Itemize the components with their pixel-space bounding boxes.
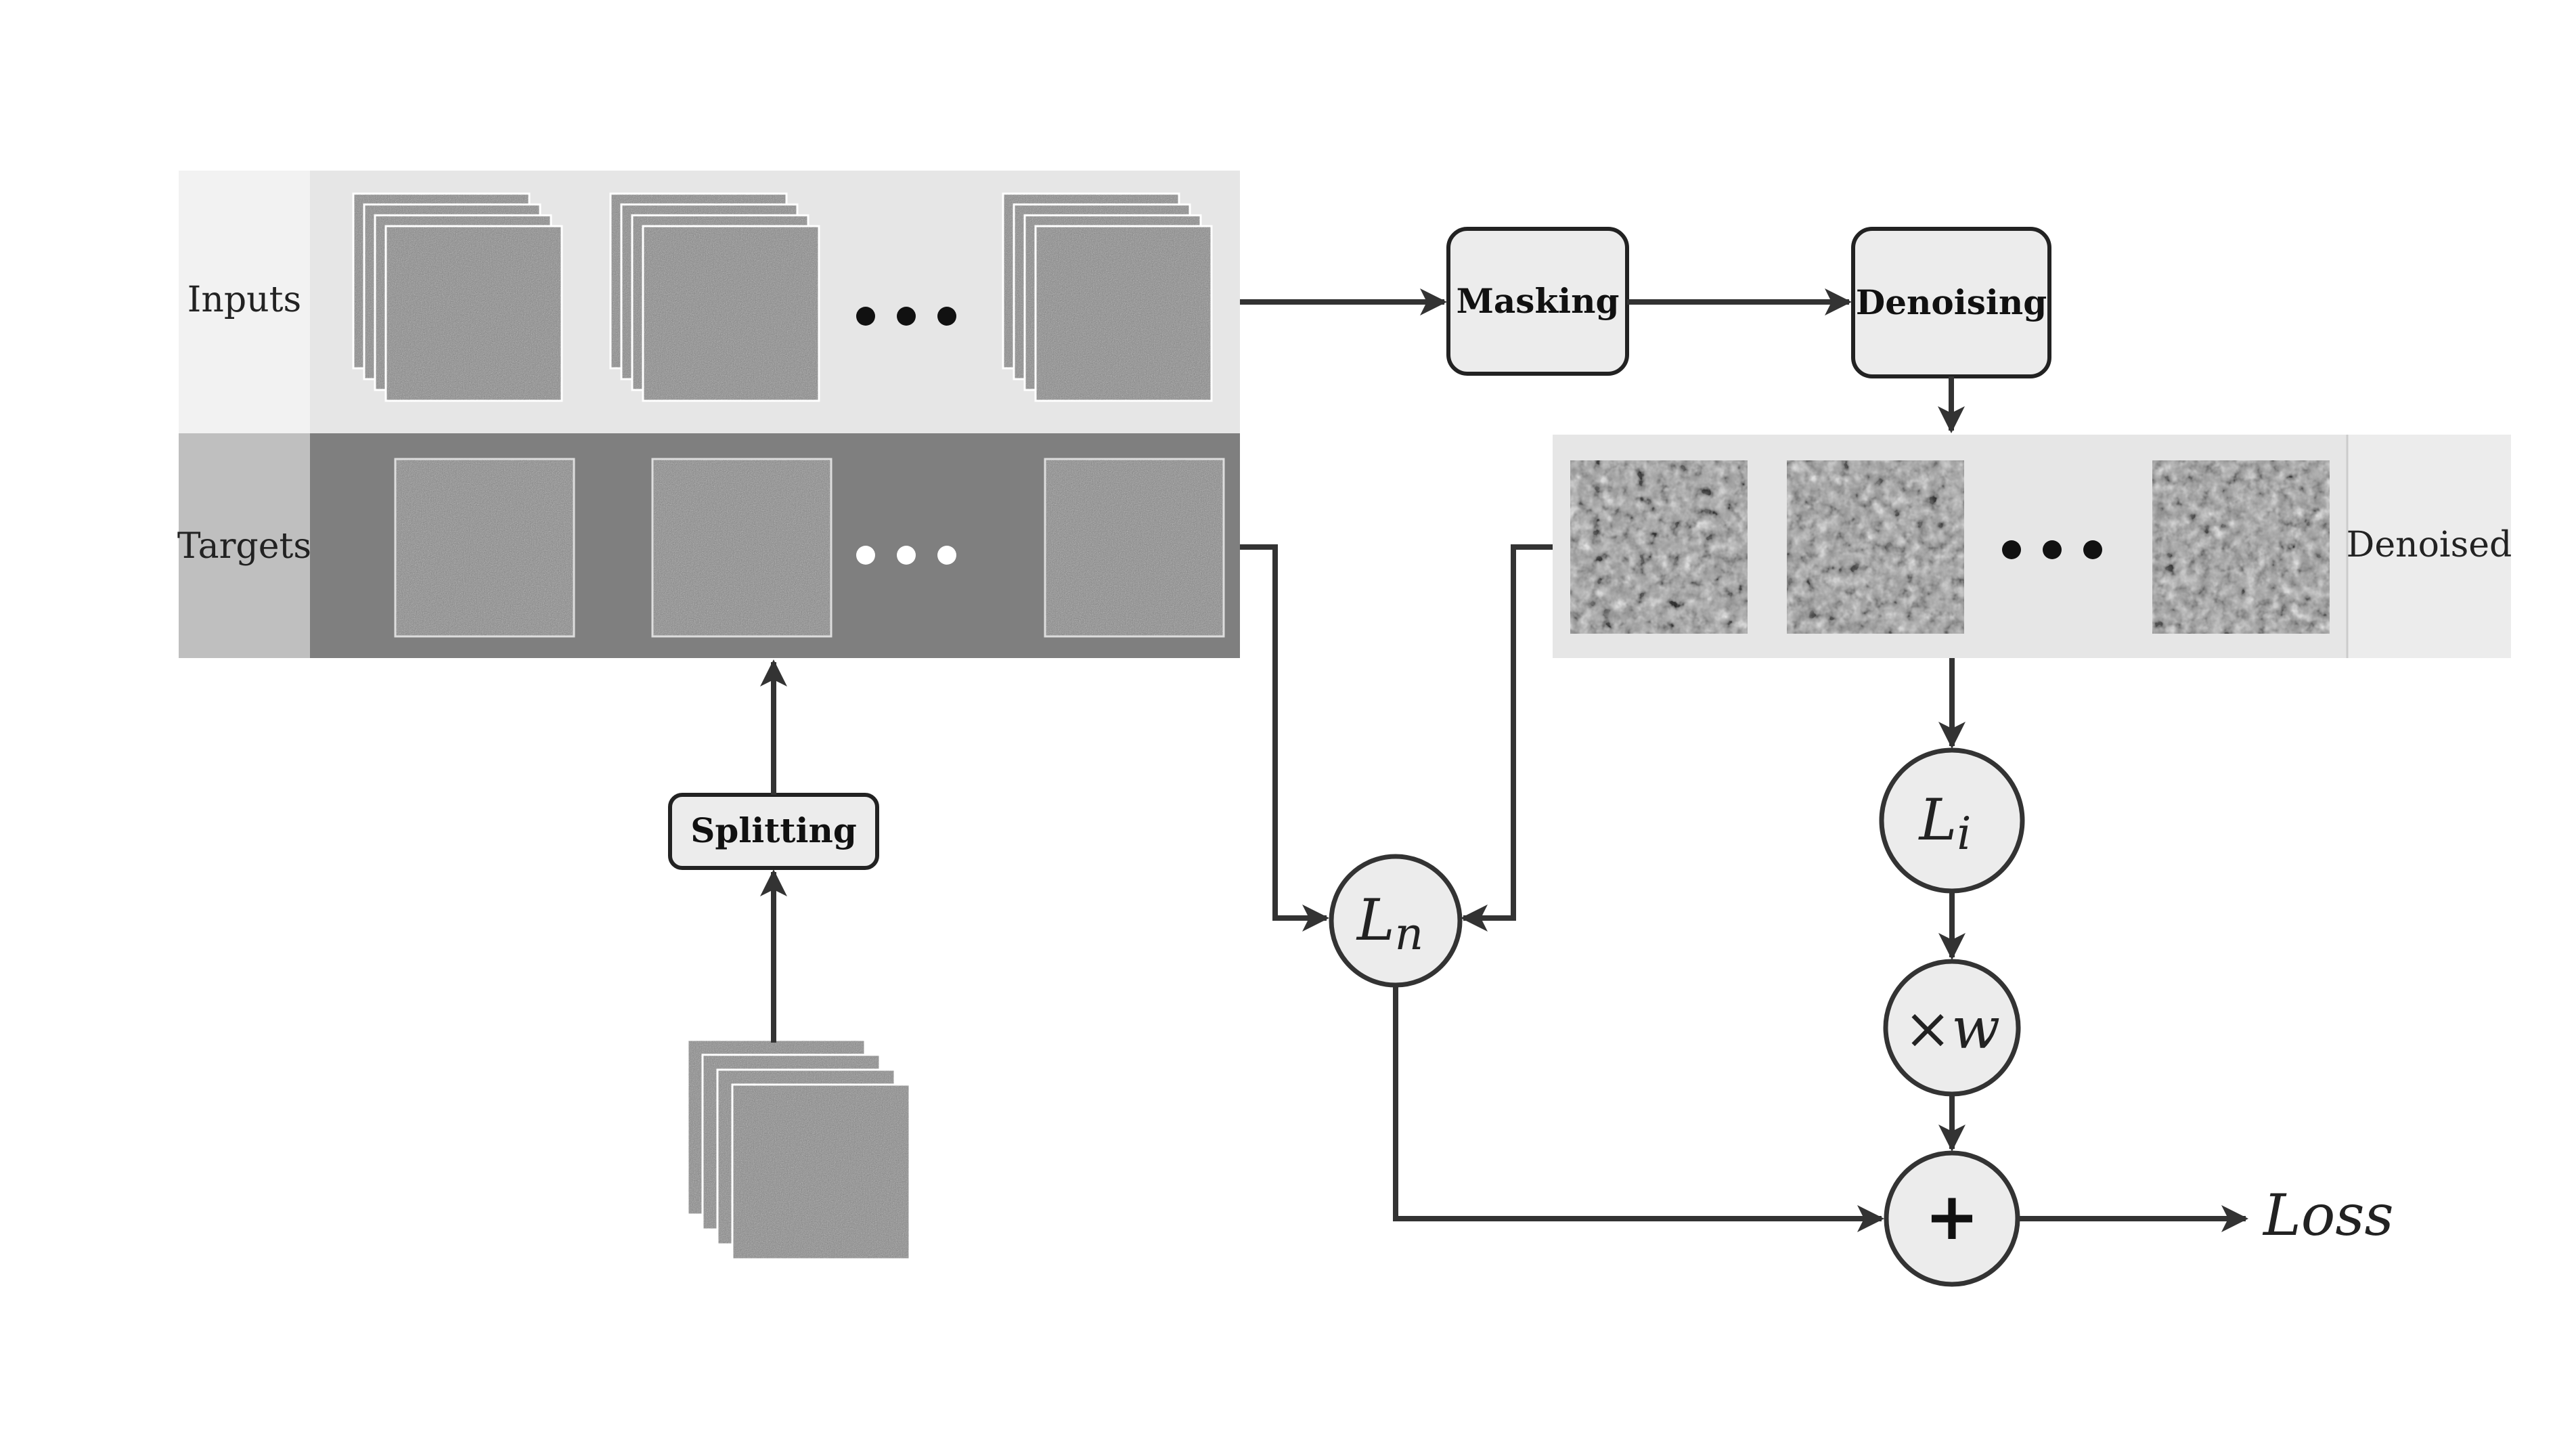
inputs-label: Inputs [187, 280, 301, 320]
noisy-frame-border [384, 225, 563, 402]
inputs-ellipsis-dots [856, 307, 956, 326]
arrow-denoised-to-ln [1461, 544, 1553, 932]
loss-i-node: Li [1879, 747, 2025, 894]
loss-i-subscript: i [1957, 808, 1971, 860]
masking-step: Masking [1446, 227, 1629, 376]
noisy-frame-border [1034, 225, 1213, 402]
denoised-ellipsis-dots [2002, 540, 2102, 559]
denoised-tile-2 [1787, 460, 1964, 634]
target-tile-1 [394, 458, 575, 638]
loss-n-base: L [1356, 887, 1395, 953]
denoising-step: Denoising [1851, 227, 2051, 378]
noisy-frame-texture [732, 1085, 910, 1259]
splitting-step: Splitting [668, 793, 879, 870]
denoised-tile-3 [2152, 460, 2330, 634]
noisy-frame-texture [386, 226, 562, 401]
weight-node: ×w [1883, 959, 2021, 1097]
noisy-frame-texture [1036, 226, 1212, 401]
denoising-label: Denoising [1856, 282, 2047, 322]
denoised-label-cell [2347, 435, 2511, 658]
weight-label: ×w [1904, 995, 2000, 1062]
arrow-targets-to-ln [1240, 544, 1329, 932]
denoised-label: Denoised [2347, 525, 2512, 565]
noisy-frame-texture [643, 226, 819, 401]
input-stack-3 [1002, 192, 1213, 402]
inputs-row: Inputs [179, 171, 1240, 433]
connectors [760, 288, 2248, 1232]
loss-output-label: Loss [2262, 1182, 2394, 1248]
targets-ellipsis-dots [856, 546, 956, 565]
loss-i-label: Li [1918, 787, 1972, 860]
sum-label: + [1925, 1179, 1979, 1255]
input-stack-1 [352, 192, 563, 402]
input-stack-2 [609, 192, 820, 402]
loss-i-base: L [1918, 787, 1957, 853]
noisy-frame-border [642, 225, 820, 402]
arrow-ln-to-sum [1393, 985, 1884, 1232]
sum-node: + [1884, 1150, 2020, 1287]
denoised-row: Denoised [1553, 435, 2512, 658]
raw-input-stack [686, 1039, 911, 1261]
masking-label: Masking [1457, 281, 1620, 321]
noisy-frame-border [731, 1083, 911, 1261]
targets-label: Targets [177, 526, 311, 567]
target-tile-3 [1044, 458, 1225, 638]
loss-n-node: Ln [1329, 854, 1463, 988]
loss-n-subscript: n [1395, 908, 1424, 960]
loss-n-label: Ln [1356, 887, 1423, 960]
target-tile-2 [651, 458, 832, 638]
inputs-label-cell [179, 171, 310, 433]
denoised-tile-1 [1570, 460, 1748, 634]
splitting-label: Splitting [690, 810, 857, 850]
targets-label-cell [179, 433, 310, 658]
targets-row: Targets [177, 433, 1240, 658]
